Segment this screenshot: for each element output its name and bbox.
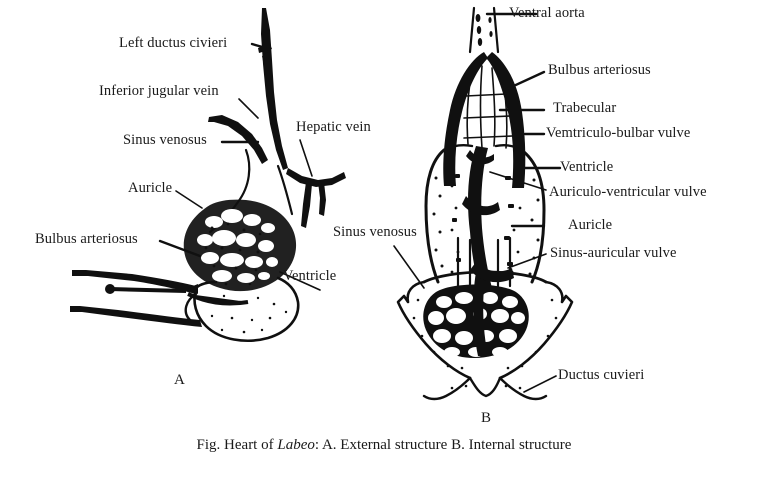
leader-sinus-auricular-vulve [507,253,547,269]
label-sinus-venosus-b: Sinus venosus [333,224,417,240]
label-vemtriculo-bulbar-vulve: Vemtriculo-bulbar vulve [546,125,691,141]
left-ductus-cuvieri-vessel [261,8,288,170]
caption-prefix: Fig. Heart of [196,437,278,453]
auricle-texture [197,209,278,283]
sinus-central-septum [473,272,488,356]
sinus-venosus-roof [422,270,548,284]
label-auriculo-ventricular-vulve: Auriculo-ventricular vulve [549,184,707,200]
bulbus-upper-tube [72,270,196,294]
sinus-auricular-valve [470,262,514,283]
ventral-aorta-lining [475,14,493,46]
label-hepatic-vein: Hepatic vein [296,119,371,135]
leader-inferior-jugular-vein [238,98,259,119]
label-ventricle-a: Ventricle [283,268,337,284]
ventricle-lumen [468,146,492,288]
label-bulbus-arteriosus-a: Bulbus arteriosus [35,231,138,247]
hepatic-vein-descending-branch [301,182,312,228]
ventricle-stipple [206,294,288,334]
leader-lines [158,12,562,393]
ductus-cuvieri-left [422,376,472,401]
panel-b-letter: B [481,410,492,426]
leader-auriculo-ventricular-vulve [489,171,547,191]
leader-auricle-a [175,190,203,209]
hepatic-vein-branch-2 [318,182,326,216]
panel-a-letter: A [174,372,185,388]
auricle-right-column [496,236,512,288]
ventricle-outer-left [424,148,446,284]
leader-bulbus-arteriosus-a [158,239,202,258]
flow-arrow-head-2 [188,284,198,294]
label-ventral-aorta: Ventral aorta [509,5,585,21]
sinus-venosus-left-wall [208,148,251,234]
bulbus-wall-right [486,52,526,188]
ductus-cuvieri-right [498,376,548,401]
ductus-branch-stub-2 [262,52,270,61]
sinus-venosus-right-horn [498,280,574,380]
label-sinus-auricular-vulve: Sinus-auricular vulve [550,245,677,261]
inferior-jugular-vein-vessel [208,115,268,164]
bulbus-wall-left [443,52,488,186]
figure-caption: Fig. Heart of Labeo: A. External structu… [0,437,768,454]
ventricle-outline [193,276,300,342]
panel-b-drawing [396,6,574,401]
ventricle-wall-stipple [432,174,540,276]
auricle-stipple-dots [204,222,262,286]
leader-left-ductus-civieri [250,42,268,50]
label-inferior-jugular-vein: Inferior jugular vein [99,83,219,99]
sinus-spongy-mass [423,284,529,358]
caption-suffix: : A. External structure B. Internal stru… [314,437,572,453]
ductus-cuvieri-stipple [450,366,522,390]
leader-hepatic-vein [299,139,313,177]
leader-ductus-cuvieri [523,375,557,393]
ventriculo-bulbar-valve [466,150,494,165]
caption-genus-name: Labeo [277,437,315,453]
ductus-branch-stub [258,44,272,53]
label-ventricle-b: Ventricle [560,159,614,175]
sinus-venosus-right-wall [276,164,294,216]
leader-bulbus-arteriosus-b [503,70,546,92]
ductus-cuvieri-notch [468,376,502,398]
flow-arrow-head-1 [105,284,115,294]
panel-a-drawing [70,8,346,342]
leader-sinus-venosus-b [393,245,425,289]
label-trabecular: Trabecular [553,100,617,116]
ventricle-top-left-lip [442,144,474,152]
ventricle-outer-right [522,150,546,284]
ventricle-top-left [194,280,218,290]
label-auricle-b: Auricle [568,217,613,233]
sinus-spongy-lacunae [428,292,525,357]
flow-line-1 [110,287,186,293]
ventricle-top-right-lip [494,144,526,154]
hepatic-vein-vessel [286,168,346,187]
bulbus-lower-tube [70,306,202,327]
flow-line-2 [187,292,249,306]
sinus-outer-stipple [412,298,558,368]
ventral-aorta-walls [468,6,500,54]
auriculo-ventricular-valve [462,196,500,216]
sinus-venosus-left-horn [396,280,472,380]
label-auricle-a: Auricle [128,180,173,196]
label-bulbus-arteriosus-b: Bulbus arteriosus [548,62,651,78]
auricle-left-column [456,236,472,288]
auricle-mass [183,199,297,292]
label-ductus-cuvieri: Ductus cuvieri [558,367,645,383]
label-sinus-venosus-a: Sinus venosus [123,132,207,148]
bulbus-body-wall [184,292,198,322]
label-left-ductus-civieri: Left ductus civieri [119,35,228,51]
trabecular-meshwork [463,65,513,149]
